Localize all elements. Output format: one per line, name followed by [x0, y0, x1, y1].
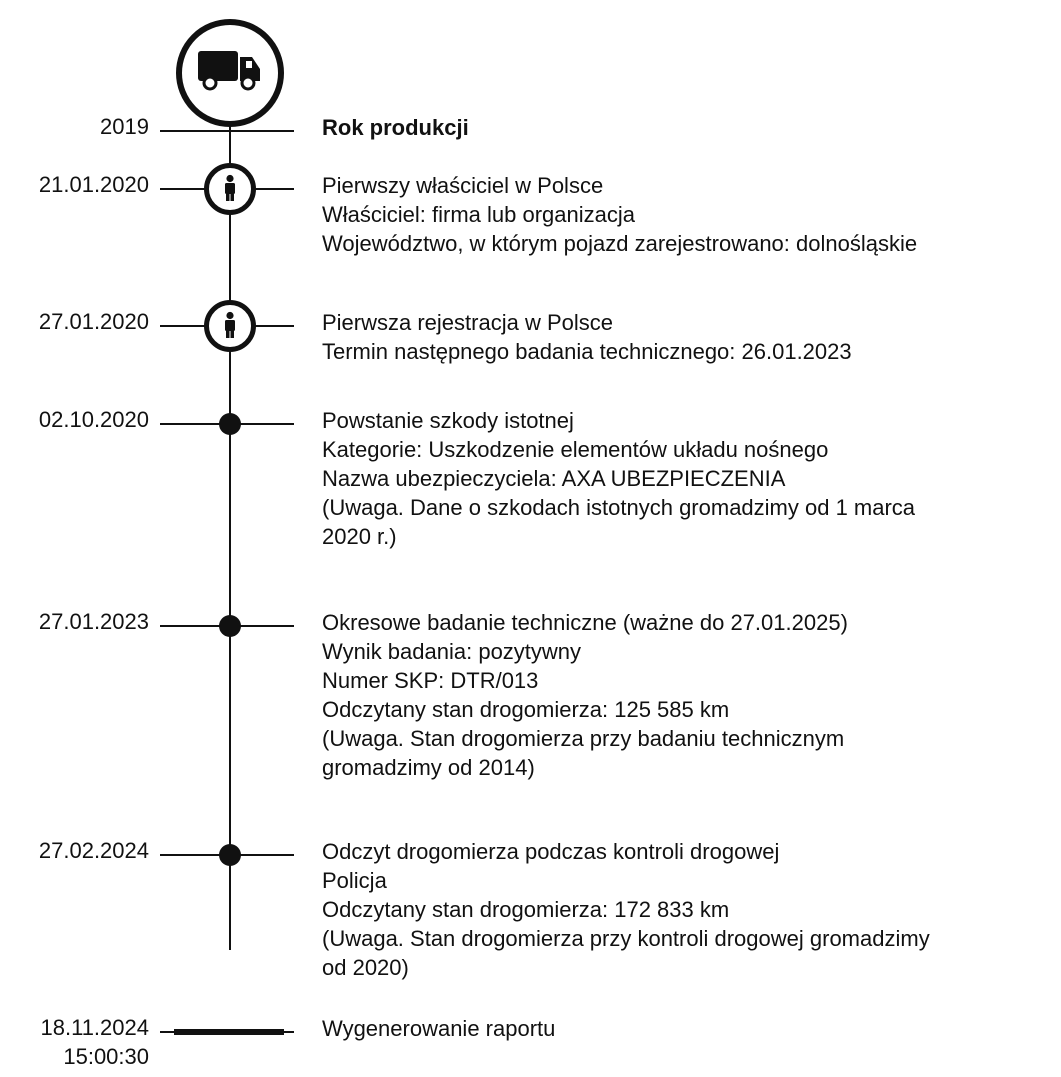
event-details: Odczyt drogomierza podczas kontroli drog… [322, 837, 1057, 982]
truck-glyph [198, 51, 260, 91]
event-title: Pierwszy właściciel w Polsce [322, 173, 604, 198]
event-detail-line: od 2020) [322, 955, 409, 980]
event-title: Wygenerowanie raportu [322, 1016, 556, 1041]
event-detail-line: Policja [322, 868, 387, 893]
event-details: Rok produkcji [322, 113, 1057, 142]
event-detail-line: Odczytany stan drogomierza: 125 585 km [322, 697, 730, 722]
person-glyph [225, 174, 235, 201]
connector-line [160, 130, 294, 132]
event-date-value: 27.02.2024 [38, 838, 149, 863]
event-detail-line: (Uwaga. Stan drogomierza przy badaniu te… [322, 726, 845, 751]
event-date: 27.01.2023 [39, 607, 149, 636]
event-date: 27.01.2020 [39, 307, 149, 336]
event-title: Odczyt drogomierza podczas kontroli drog… [322, 839, 780, 864]
event-title: Pierwsza rejestracja w Polsce [322, 310, 613, 335]
event-detail-line: (Uwaga. Dane o szkodach istotnych gromad… [322, 495, 916, 520]
event-time-value: 15:00:30 [63, 1044, 149, 1069]
event-detail-line: Termin następnego badania technicznego: … [322, 339, 852, 364]
event-details: Okresowe badanie techniczne (ważne do 27… [322, 608, 1057, 782]
truck-icon [176, 19, 284, 127]
event-title: Okresowe badanie techniczne (ważne do 27… [322, 610, 848, 635]
event-detail-line: Kategorie: Uszkodzenie elementów układu … [322, 437, 829, 462]
event-detail-line: (Uwaga. Stan drogomierza przy kontroli d… [322, 926, 930, 951]
timeline-spine [229, 80, 231, 950]
event-date-value: 27.01.2023 [38, 609, 149, 634]
event-date: 18.11.2024 15:00:30 [41, 1013, 149, 1071]
event-date-value: 21.01.2020 [38, 172, 149, 197]
end-bar [174, 1029, 284, 1035]
event-detail-line: Wynik badania: pozytywny [322, 639, 582, 664]
event-detail-line: Numer SKP: DTR/013 [322, 668, 539, 693]
event-detail-line: Nazwa ubezpieczyciela: AXA UBEZPIECZENIA [322, 466, 786, 491]
person-icon [204, 163, 256, 215]
event-date: 02.10.2020 [39, 405, 149, 434]
event-title: Rok produkcji [322, 115, 469, 140]
person-icon [204, 300, 256, 352]
event-date: 27.02.2024 [39, 836, 149, 865]
event-detail-line: 2020 r.) [322, 524, 397, 549]
event-detail-line: Właściciel: firma lub organizacja [322, 202, 635, 227]
event-date-value: 18.11.2024 [40, 1015, 149, 1040]
event-title: Powstanie szkody istotnej [322, 408, 574, 433]
event-date-value: 27.01.2020 [38, 309, 149, 334]
event-details: Wygenerowanie raportu [322, 1014, 1057, 1043]
dot-icon [219, 844, 241, 866]
event-detail-line: Województwo, w którym pojazd zarejestrow… [322, 231, 918, 256]
dot-icon [219, 413, 241, 435]
dot-icon [219, 615, 241, 637]
event-date-value: 2019 [100, 114, 149, 139]
event-detail-line: Odczytany stan drogomierza: 172 833 km [322, 897, 730, 922]
event-date: 2019 [100, 112, 149, 141]
event-date-value: 02.10.2020 [38, 407, 149, 432]
event-date: 21.01.2020 [39, 170, 149, 199]
event-detail-line: gromadzimy od 2014) [322, 755, 535, 780]
person-glyph [225, 311, 235, 338]
